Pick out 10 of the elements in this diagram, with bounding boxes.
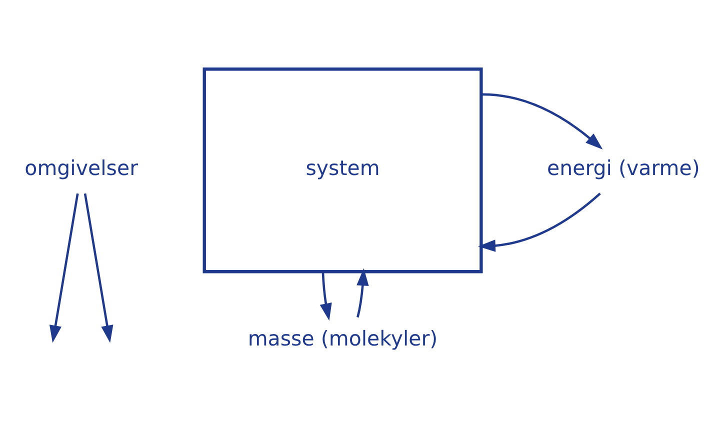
arrow xyxy=(478,192,601,252)
node-text: omgivelser xyxy=(24,156,138,180)
arrow xyxy=(49,192,79,342)
arrow xyxy=(320,271,332,320)
arrow xyxy=(481,92,603,150)
arrow xyxy=(356,268,369,318)
node-text: masse (molekyler) xyxy=(248,326,438,350)
node-text: energi (varme) xyxy=(547,156,700,180)
arrow xyxy=(84,192,114,342)
node-box: system xyxy=(202,67,483,273)
